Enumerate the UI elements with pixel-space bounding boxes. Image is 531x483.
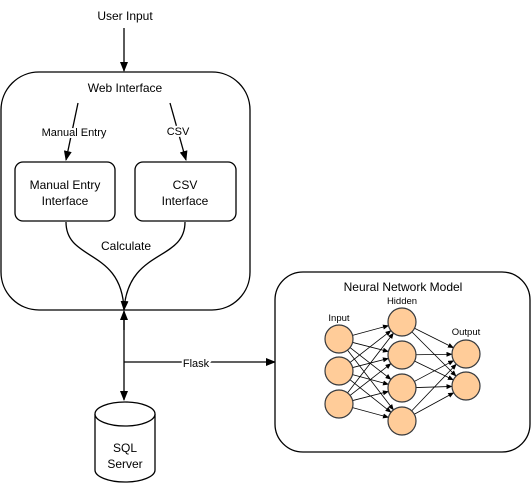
calculate-curve-left <box>65 221 125 311</box>
nn-input-neuron <box>324 389 354 419</box>
nn-input-label: Input <box>328 313 349 324</box>
manual-entry-edge-label: Manual Entry <box>42 127 107 139</box>
neural-network-title: Neural Network Model <box>344 280 463 294</box>
csv-edge-label: CSV <box>167 126 190 138</box>
nn-connection <box>414 360 454 381</box>
user-input-label: User Input <box>97 9 153 23</box>
nn-output-neuron <box>451 371 481 401</box>
manual-entry-interface-line2: Interface <box>42 194 89 208</box>
nn-connection <box>349 330 392 363</box>
nn-connection <box>352 407 389 419</box>
nn-connection <box>415 351 453 357</box>
nn-hidden-neuron <box>387 340 417 370</box>
sql-server-line2: Server <box>107 457 142 471</box>
nn-connection <box>352 390 389 401</box>
nn-connection <box>414 392 455 415</box>
manual-entry-edge <box>63 102 79 161</box>
nn-connection <box>411 331 457 377</box>
calculate-curve-right <box>120 221 186 311</box>
nn-hidden-label: Hidden <box>387 296 417 307</box>
flask-label: Flask <box>183 358 210 370</box>
nn-output-neuron <box>451 339 481 369</box>
nn-connection <box>411 363 457 412</box>
nn-output-label: Output <box>452 327 481 338</box>
nn-connection <box>414 360 455 382</box>
nn-input-neuron <box>324 324 354 354</box>
manual-entry-interface-box <box>14 161 116 222</box>
nn-connection <box>414 327 454 349</box>
nn-connections <box>347 324 457 419</box>
nn-input-neuron <box>324 356 354 386</box>
nn-hidden-neuron <box>387 406 417 436</box>
nn-connection <box>352 324 389 336</box>
nn-connection <box>347 332 394 394</box>
nn-hidden-neuron <box>387 307 417 337</box>
calculate-label: Calculate <box>101 239 151 253</box>
web-interface-title: Web Interface <box>88 81 163 95</box>
sql-server-line1: SQL <box>113 441 137 455</box>
manual-entry-interface-line1: Manual Entry <box>30 178 101 192</box>
sql-server-cylinder <box>94 401 156 483</box>
csv-interface-line2: Interface <box>162 194 209 208</box>
csv-edge <box>169 102 188 161</box>
nn-hidden-neuron <box>387 373 417 403</box>
nn-connection <box>349 363 392 396</box>
nn-neurons <box>324 307 481 436</box>
csv-interface-line1: CSV <box>173 178 198 192</box>
csv-interface-box <box>134 161 237 222</box>
